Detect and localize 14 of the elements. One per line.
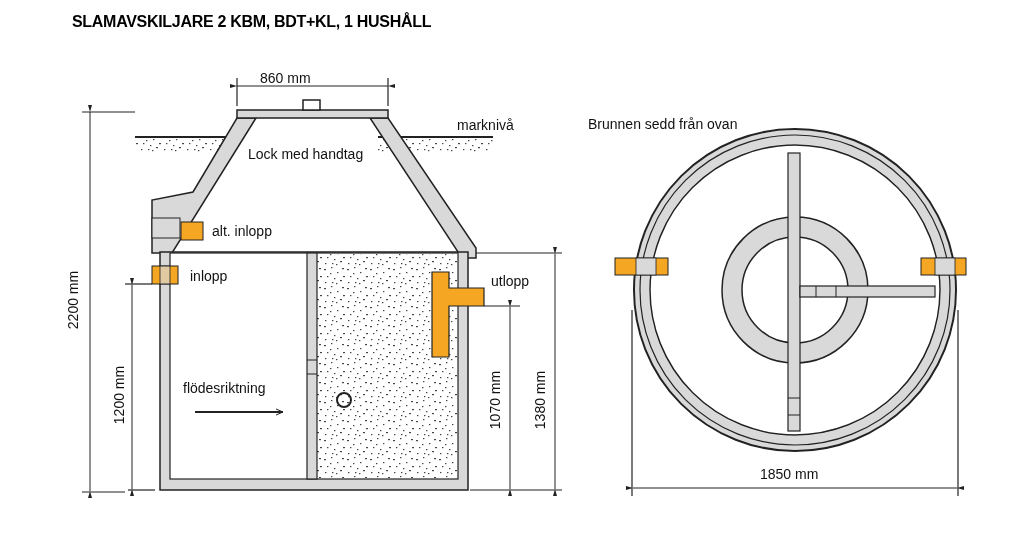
part-label: alt. inlopp [212,223,272,239]
dimension-label: 1200 mm [111,365,127,425]
dimension-label: 2200 mm [65,270,81,330]
part-label: utlopp [491,273,530,289]
ground-level-label: marknivå [457,117,514,133]
part-label: Lock med handtag [248,146,364,162]
dimension-label: 1070 mm [487,370,503,430]
dimension-label: 1380 mm [532,370,548,430]
part-label: inlopp [190,268,228,284]
flow-direction-label: flödesriktning [183,380,266,396]
view-caption: Brunnen sedd från ovan [588,116,738,132]
dimension-label: 860 mm [260,70,311,86]
dimension-label: 1850 mm [760,466,819,482]
title: SLAMAVSKILJARE 2 KBM, BDT+KL, 1 HUSHÅLL [72,13,432,31]
